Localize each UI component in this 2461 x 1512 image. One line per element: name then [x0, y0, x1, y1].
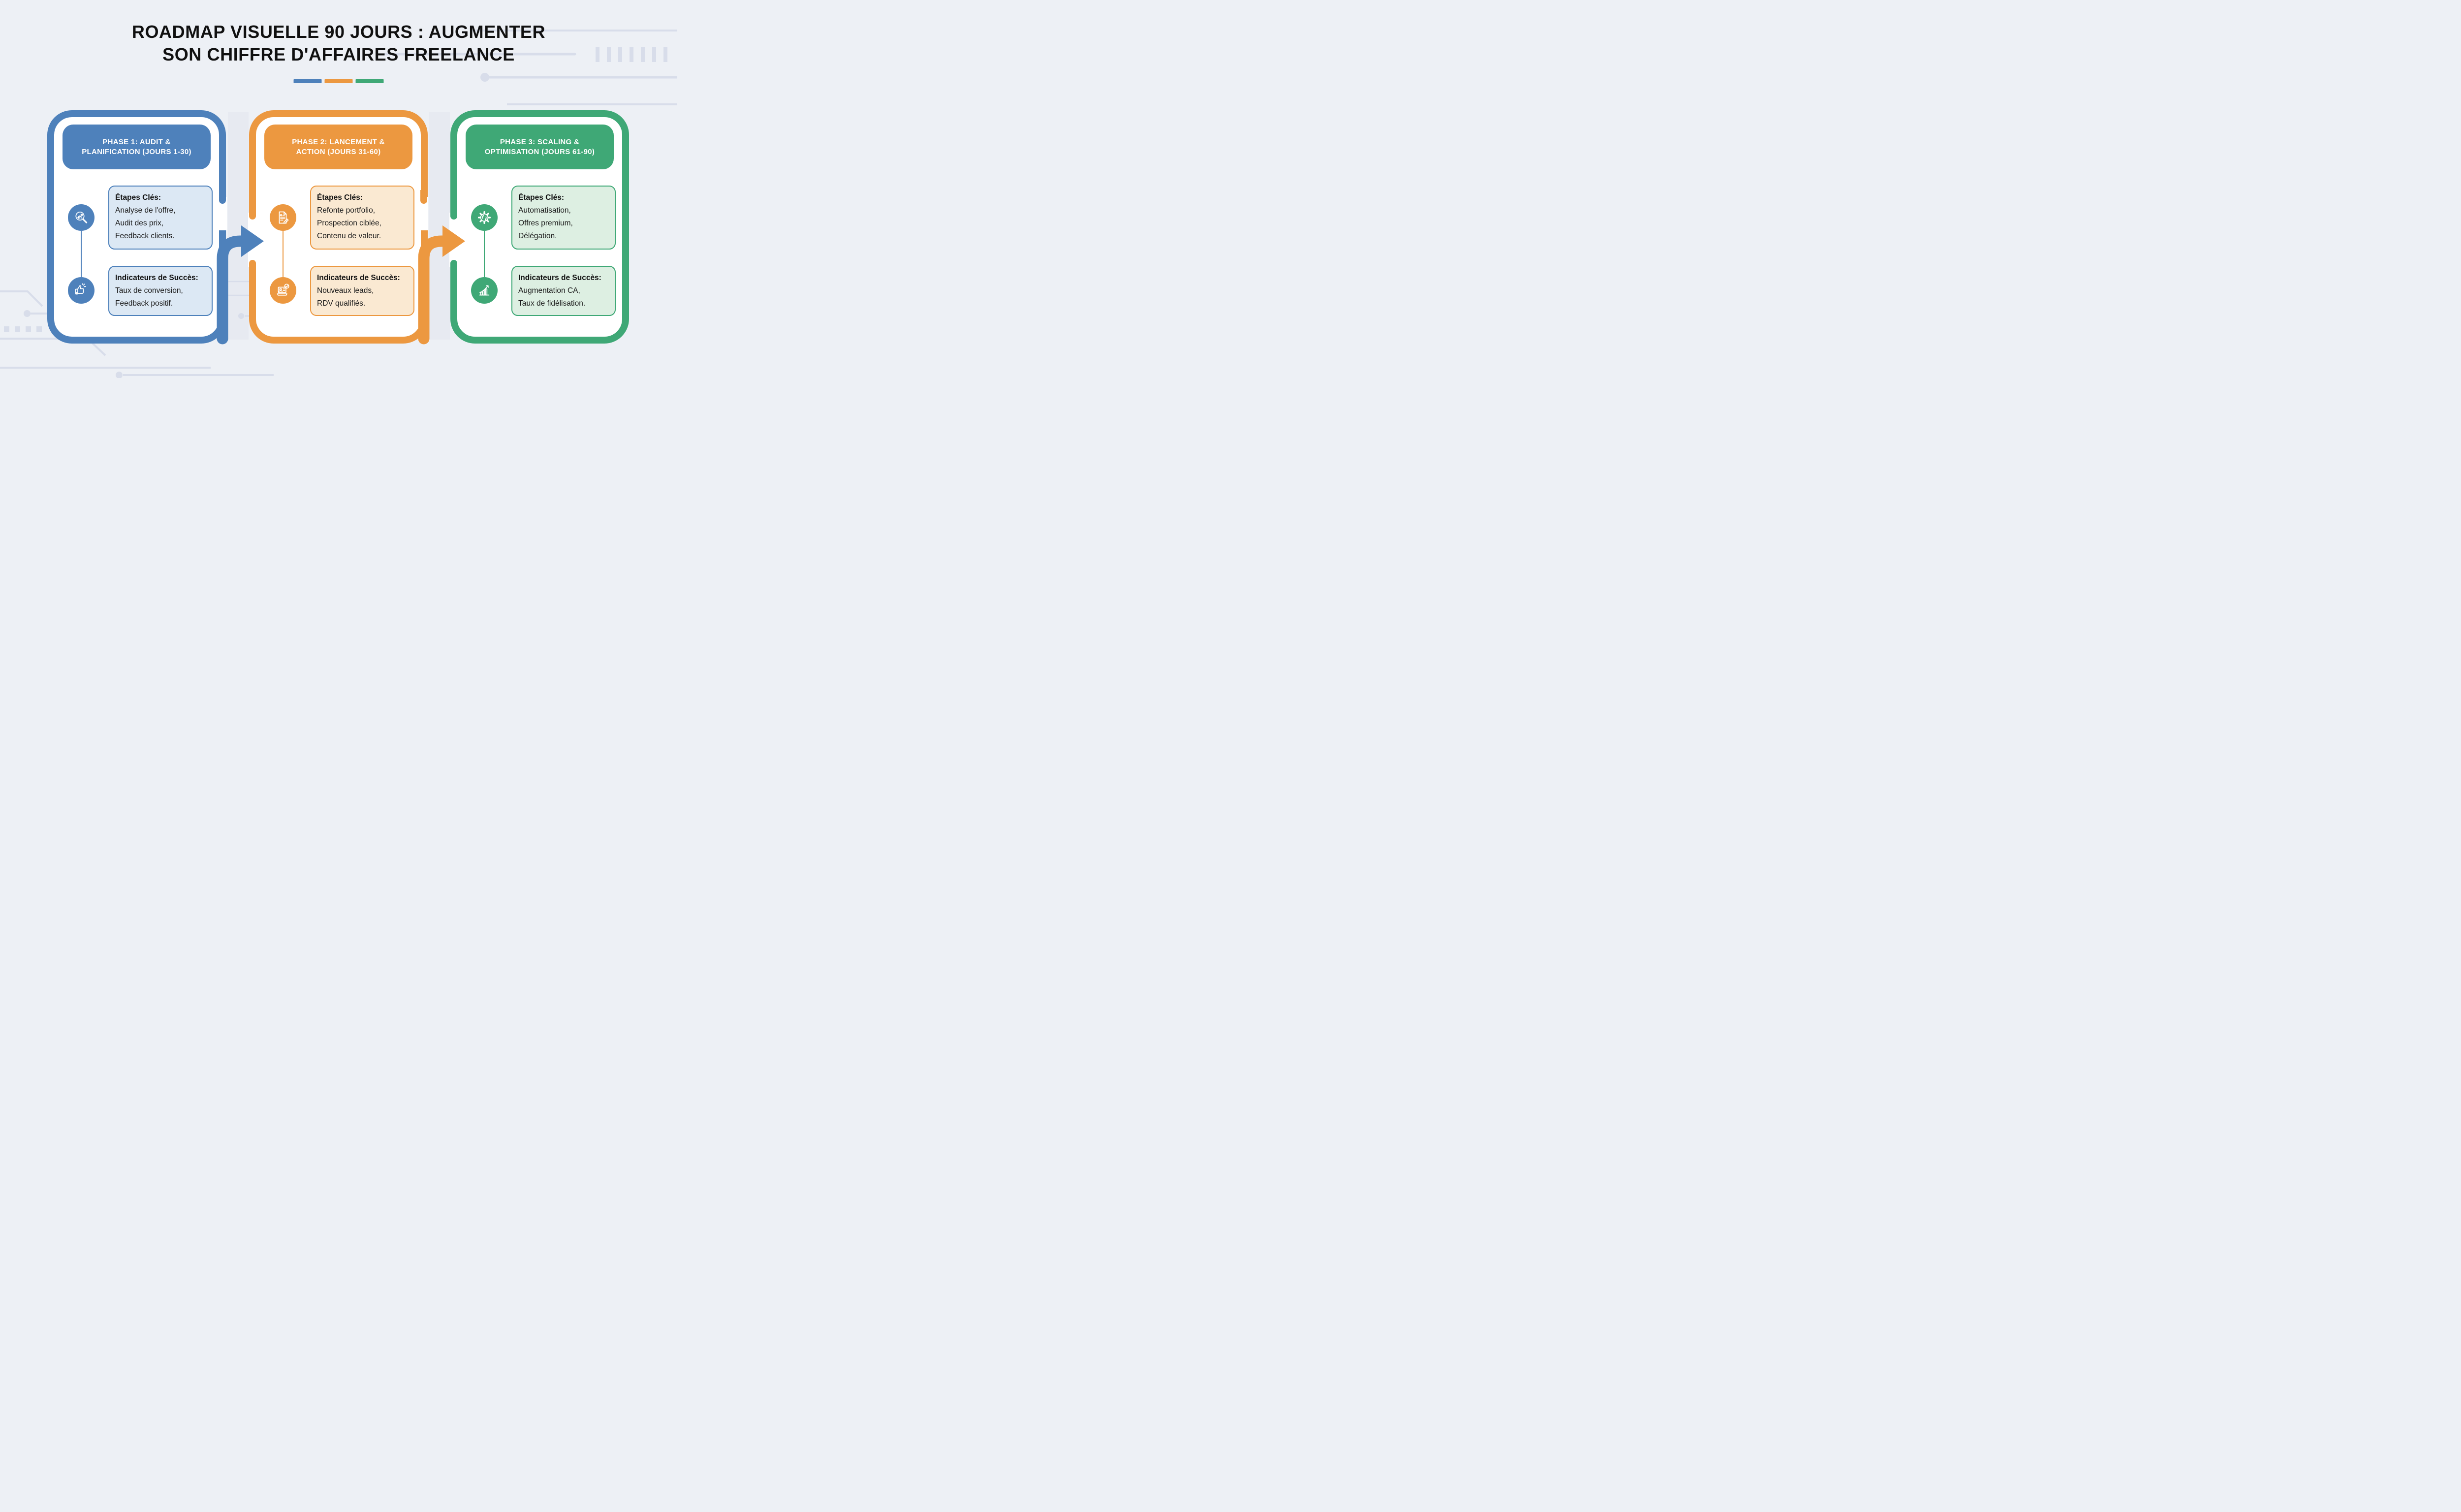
- phase-2-header: PHASE 2: LANCEMENT & ACTION (JOURS 31-60…: [264, 125, 412, 169]
- arrow-phase1-to-phase2: [217, 225, 264, 345]
- border-cap: [450, 206, 457, 220]
- steps-title: Étapes Clés:: [115, 193, 161, 202]
- steps-line: Analyse de l'offre,: [115, 206, 176, 215]
- page-title-line2: SON CHIFFRE D'AFFAIRES FREELANCE: [162, 44, 515, 64]
- border-gap: [218, 197, 227, 230]
- icon-connector-line: [81, 231, 82, 277]
- phase-3-header-line2: OPTIMISATION (JOURS 61-90): [484, 147, 595, 156]
- title-divider: [293, 79, 384, 83]
- phase-3-card: PHASE 3: SCALING & OPTIMISATION (JOURS 6…: [450, 110, 629, 344]
- infographic-canvas: ROADMAP VISUELLE 90 JOURS : AUGMENTER SO…: [0, 0, 677, 378]
- border-gap: [419, 197, 428, 230]
- phase-1-header-line2: PLANIFICATION (JOURS 1-30): [82, 147, 191, 156]
- divider-segment-orange: [324, 79, 353, 83]
- border-cap: [450, 260, 457, 274]
- border-cap: [420, 190, 427, 204]
- phase-2-header-line2: ACTION (JOURS 31-60): [296, 147, 381, 156]
- steps-line: Délégation.: [518, 232, 557, 240]
- phase-1-steps-box: Étapes Clés: Analyse de l'offre, Audit d…: [108, 186, 213, 250]
- border-cap: [249, 260, 256, 274]
- divider-segment-blue: [293, 79, 322, 83]
- steps-title: Étapes Clés:: [518, 193, 565, 202]
- phase-2-kpi-box: Indicateurs de Succès: Nouveaux leads, R…: [310, 266, 414, 316]
- arrow-phase2-to-phase3: [418, 225, 465, 345]
- kpi-title: Indicateurs de Succès:: [317, 274, 400, 282]
- kpi-line: Taux de fidélisation.: [518, 299, 586, 308]
- steps-line: Contenu de valeur.: [317, 232, 381, 240]
- search-chart-icon: [68, 204, 95, 231]
- phase-2-header-line1: PHASE 2: LANCEMENT &: [292, 137, 385, 146]
- phase-2-card: PHASE 2: LANCEMENT & ACTION (JOURS 31-60…: [249, 110, 428, 344]
- kpi-line: RDV qualifiés.: [317, 299, 366, 308]
- steps-line: Prospection ciblée,: [317, 219, 381, 227]
- divider-segment-green: [355, 79, 384, 83]
- kpi-line: Nouveaux leads,: [317, 286, 374, 295]
- gear-sync-icon: [471, 204, 498, 231]
- phase-1-kpi-box: Indicateurs de Succès: Taux de conversio…: [108, 266, 213, 316]
- icon-connector-line: [484, 231, 485, 277]
- page-title: ROADMAP VISUELLE 90 JOURS : AUGMENTER SO…: [0, 21, 677, 66]
- steps-line: Offres premium,: [518, 219, 573, 227]
- phase-2-steps-box: Étapes Clés: Refonte portfolio, Prospect…: [310, 186, 414, 250]
- kpi-line: Feedback positif.: [115, 299, 173, 308]
- steps-line: Automatisation,: [518, 206, 571, 215]
- thumbs-up-icon: [68, 277, 95, 304]
- phase-3-header-line1: PHASE 3: SCALING &: [500, 137, 580, 146]
- phase-1-card: PHASE 1: AUDIT & PLANIFICATION (JOURS 1-…: [47, 110, 226, 344]
- kpi-title: Indicateurs de Succès:: [518, 274, 601, 282]
- steps-title: Étapes Clés:: [317, 193, 363, 202]
- phase-3-header: PHASE 3: SCALING & OPTIMISATION (JOURS 6…: [466, 125, 614, 169]
- steps-line: Feedback clients.: [115, 232, 175, 240]
- phase-3-kpi-box: Indicateurs de Succès: Augmentation CA, …: [511, 266, 616, 316]
- steps-line: Audit des prix,: [115, 219, 164, 227]
- icon-connector-line: [283, 231, 284, 277]
- kpi-line: Augmentation CA,: [518, 286, 580, 295]
- document-pencil-icon: [270, 204, 296, 231]
- kpi-line: Taux de conversion,: [115, 286, 183, 295]
- phase-3-steps-box: Étapes Clés: Automatisation, Offres prem…: [511, 186, 616, 250]
- growth-chart-icon: [471, 277, 498, 304]
- steps-line: Refonte portfolio,: [317, 206, 376, 215]
- laptop-check-icon: [270, 277, 296, 304]
- kpi-title: Indicateurs de Succès:: [115, 274, 198, 282]
- border-cap: [249, 206, 256, 220]
- phase-1-header: PHASE 1: AUDIT & PLANIFICATION (JOURS 1-…: [63, 125, 211, 169]
- page-title-line1: ROADMAP VISUELLE 90 JOURS : AUGMENTER: [131, 22, 546, 42]
- phase-1-header-line1: PHASE 1: AUDIT &: [102, 137, 171, 146]
- border-cap: [219, 190, 226, 204]
